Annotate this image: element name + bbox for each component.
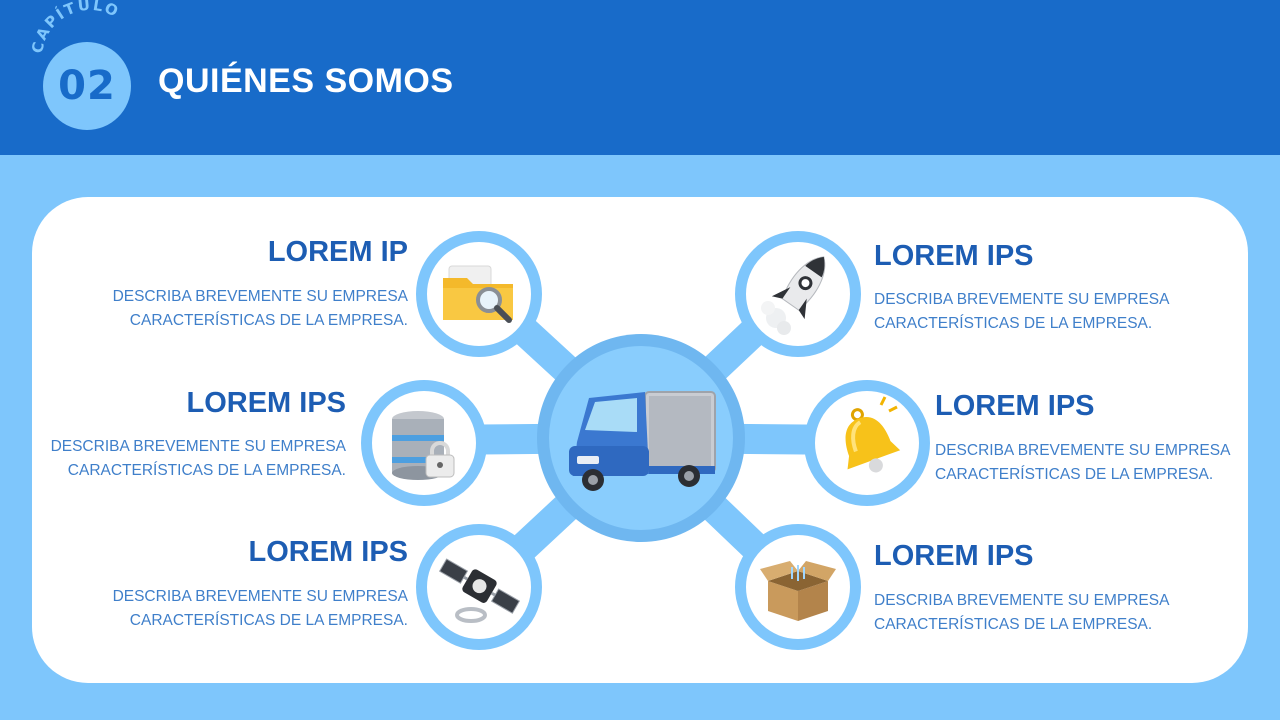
header-bar: CAPÍTULO 02 QUIÉNES SOMOS	[0, 0, 1280, 155]
chapter-badge: 02	[43, 42, 131, 130]
item-icon-ring-2	[361, 380, 487, 506]
hub-circle	[537, 334, 745, 542]
delivery-truck-icon	[569, 391, 716, 491]
item-icon-ring-6	[735, 524, 861, 650]
item-title-1: LOREM IP	[267, 236, 408, 268]
item-icon-ring-3	[416, 524, 542, 650]
item-icon-ring-1	[416, 231, 542, 357]
item-title-3: LOREM IPS	[248, 536, 408, 568]
item-icon-ring-5	[804, 380, 930, 506]
folder-search-icon	[443, 265, 513, 323]
item-title-5: LOREM IPS	[935, 390, 1095, 422]
bell-icon	[845, 396, 901, 473]
item-title-6: LOREM IPS	[874, 540, 1034, 572]
item-icon-ring-4	[735, 231, 861, 357]
satellite-icon	[438, 558, 521, 623]
rocket-icon	[761, 256, 826, 335]
database-lock-icon	[392, 411, 455, 480]
item-title-4: LOREM IPS	[874, 240, 1034, 272]
page-title: QUIÉNES SOMOS	[158, 62, 454, 100]
item-title-2: LOREM IPS	[186, 387, 346, 419]
open-box-icon	[760, 561, 836, 621]
chapter-number: 02	[58, 63, 116, 109]
